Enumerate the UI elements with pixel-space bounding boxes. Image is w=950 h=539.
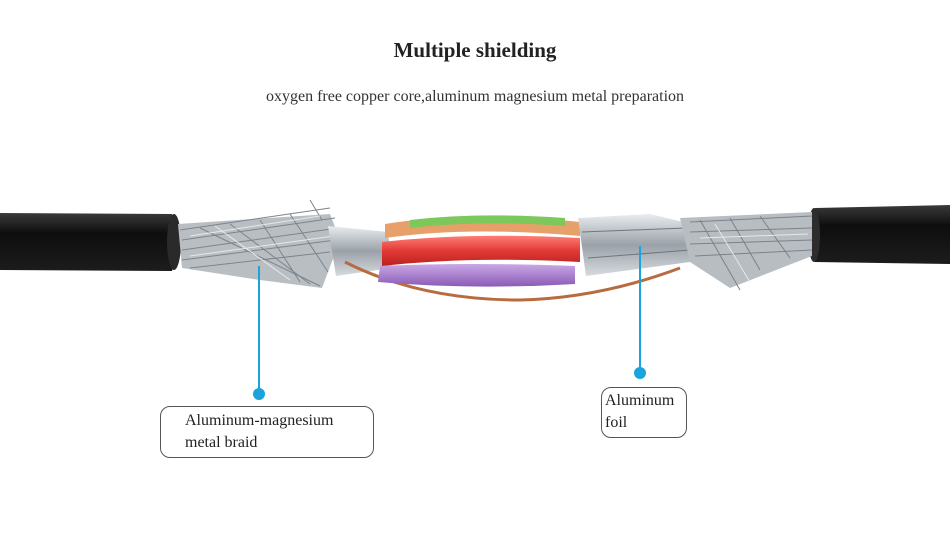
- left-metal-braid: [178, 199, 340, 288]
- right-cable-jacket: [808, 205, 950, 264]
- page-title: Multiple shielding: [393, 38, 557, 62]
- right-metal-braid: [680, 212, 813, 291]
- braid-callout-line2: metal braid: [185, 434, 258, 451]
- braid-marker-dot: [253, 388, 265, 400]
- purple-wire: [378, 264, 575, 287]
- red-wire: [382, 235, 580, 266]
- foil-callout-line2: foil: [605, 414, 628, 431]
- foil-callout: Aluminum foil: [601, 387, 687, 438]
- braid-leader: [253, 266, 265, 400]
- left-cable-jacket: [0, 213, 181, 271]
- left-aluminum-foil: [328, 226, 392, 276]
- foil-callout-line1: Aluminum: [605, 392, 675, 409]
- inner-conductors: [378, 215, 580, 287]
- braid-callout-line1: Aluminum-magnesium: [185, 412, 334, 429]
- right-aluminum-foil: [578, 214, 700, 276]
- foil-leader: [634, 246, 646, 379]
- page-subtitle: oxygen free copper core,aluminum magnesi…: [265, 88, 685, 105]
- braid-callout: Aluminum-magnesium metal braid: [160, 406, 374, 458]
- green-wire: [410, 215, 565, 228]
- foil-marker-dot: [634, 367, 646, 379]
